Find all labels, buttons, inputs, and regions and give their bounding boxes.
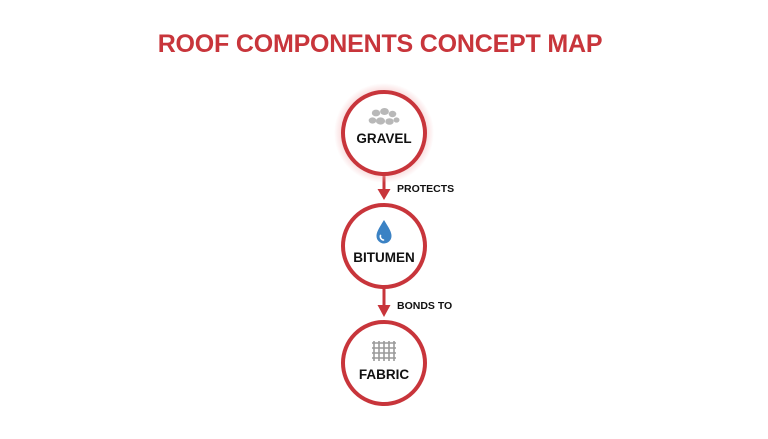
node-circle (341, 90, 427, 176)
node-label-bitumen: BITUMEN (353, 250, 415, 265)
node-fabric[interactable]: FABRIC (341, 320, 427, 406)
edge-label-protects: PROTECTS (397, 183, 454, 195)
node-bitumen[interactable]: BITUMEN (341, 203, 427, 289)
node-gravel[interactable]: GRAVEL (334, 83, 434, 183)
node-circle (341, 320, 427, 406)
water-drop-icon (376, 220, 392, 244)
page-title: ROOF COMPONENTS CONCEPT MAP (157, 30, 603, 58)
node-label-gravel: GRAVEL (356, 131, 411, 146)
arrowhead-icon (377, 305, 391, 317)
mesh-grid-icon (372, 341, 396, 361)
gravel-icon (368, 108, 400, 125)
edge-bitumen-to-fabric: BONDS TO (377, 287, 452, 317)
node-circle (341, 203, 427, 289)
node-label-fabric: FABRIC (359, 367, 410, 382)
arrowhead-icon (377, 189, 391, 200)
edge-label-bonds-to: BONDS TO (397, 300, 452, 312)
